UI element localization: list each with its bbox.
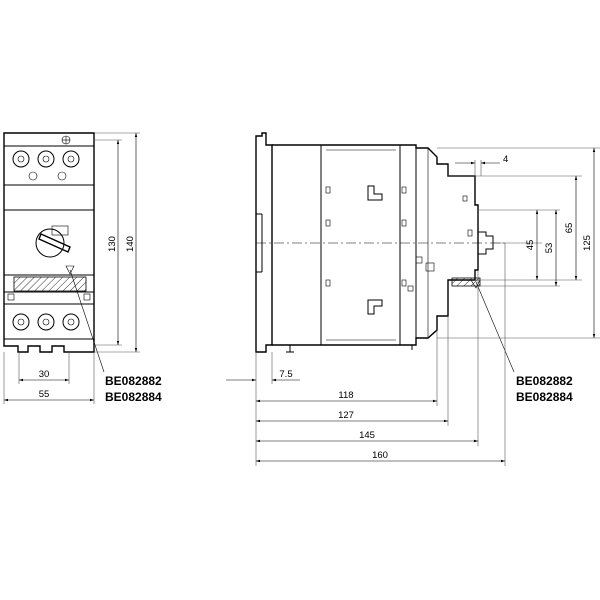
dim-label-145: 145 <box>359 430 375 441</box>
dim-label-125: 125 <box>582 235 593 251</box>
dim-label-118: 118 <box>338 390 353 401</box>
dim-label-45: 45 <box>525 240 536 251</box>
dim-label-53: 53 <box>544 243 555 254</box>
dim-label-160: 160 <box>372 450 388 461</box>
dim-label-140: 140 <box>125 236 136 252</box>
dim-label-130: 130 <box>107 236 118 252</box>
side-ref-1: BE082882 <box>516 374 573 388</box>
dim-label-7-5: 7.5 <box>279 369 292 380</box>
dim-label-65: 65 <box>564 223 575 234</box>
dim-label-4: 4 <box>503 154 508 165</box>
front-view-dimensions: 30 55 130 140 BE082882 BE082884 <box>3 132 162 404</box>
front-view <box>3 132 105 373</box>
front-ref-1: BE082882 <box>105 374 162 388</box>
side-ref-2: BE082884 <box>516 390 573 404</box>
dim-label-30: 30 <box>39 369 50 380</box>
side-view-dimensions: 7.5 118 127 145 160 4 45 53 65 125 BE082 <box>226 147 600 466</box>
front-ref-2: BE082884 <box>105 390 162 404</box>
dim-label-127: 127 <box>338 410 354 421</box>
dim-label-55: 55 <box>39 389 50 400</box>
